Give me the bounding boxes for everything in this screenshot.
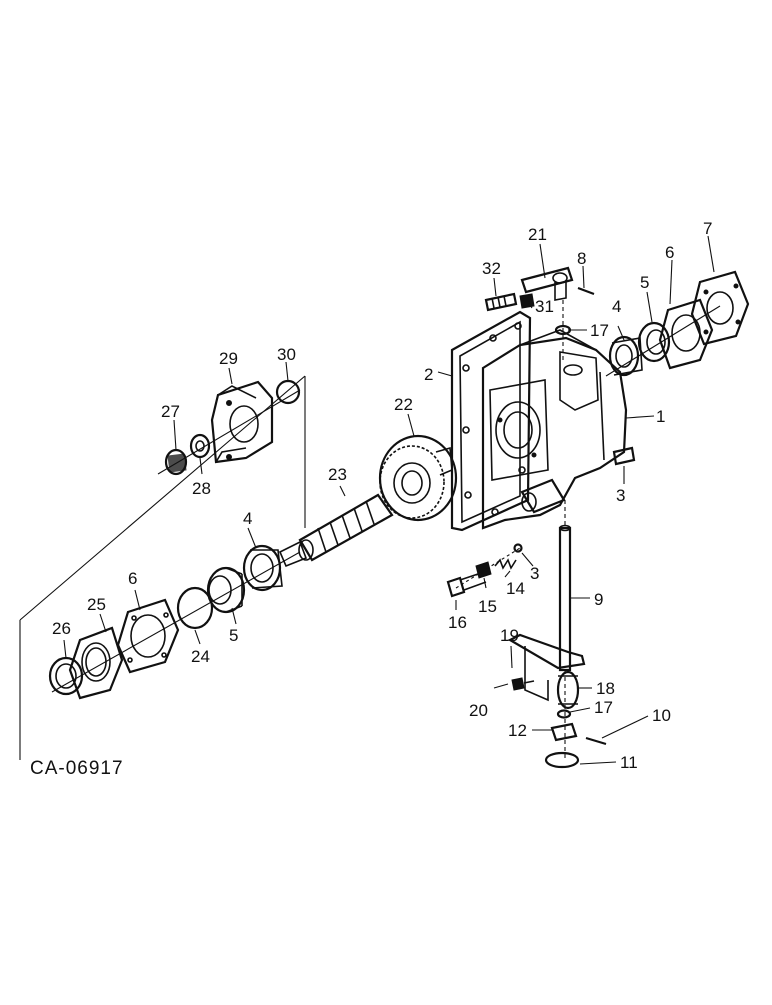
shift-arm [520,478,566,514]
nut [164,448,188,476]
callout-25: 25 [87,595,106,614]
callout-3-ball: 3 [530,564,540,583]
figure-code: CA-06917 [30,758,124,779]
callout-26: 26 [52,619,71,638]
detent-plug [475,561,492,579]
washer [189,433,211,459]
callout-14: 14 [506,579,525,598]
bearing-left [242,544,283,592]
bolt [446,571,487,598]
callout-10: 10 [652,706,671,725]
callout-29: 29 [219,349,238,368]
set-screw [511,677,535,691]
retainer-left [116,598,180,674]
callout-22: 22 [394,395,413,414]
shift-fork [507,633,586,710]
callout-4-left: 4 [243,509,253,528]
callout-1: 1 [656,407,666,426]
callout-21: 21 [528,225,547,244]
callout-7: 7 [703,219,713,238]
callout-17-top: 17 [590,321,609,340]
callout-5-left: 5 [229,626,239,645]
callout-28: 28 [192,479,211,498]
callout-32: 32 [482,259,501,278]
fork-nut [550,722,578,742]
hex-nut [519,293,535,309]
bearing-cup-right [637,321,671,363]
callout-17-fork: 17 [594,698,613,717]
shift-lever-bracket [520,266,574,301]
roll-pin [577,286,595,296]
fork-pin [585,736,607,746]
shift-shaft [558,500,572,672]
callout-19: 19 [500,626,519,645]
drain-plug [612,446,636,466]
callout-30: 30 [277,345,296,364]
oil-seal [48,656,84,696]
bearing-right [608,335,643,377]
callout-2: 2 [424,365,434,384]
callout-15: 15 [478,597,497,616]
washer-fork [556,709,572,719]
callout-4-right: 4 [612,297,622,316]
splined-shaft [278,493,394,568]
gear-22 [378,434,458,522]
seal-retainer [68,626,124,700]
callout-6-right: 6 [665,243,675,262]
callout-24: 24 [191,647,210,666]
callout-12: 12 [508,721,527,740]
leader-lines [63,235,715,765]
detent-ball [513,543,523,553]
gearbox-housing [481,329,628,530]
callout-5-right: 5 [640,273,650,292]
callout-31: 31 [535,297,554,316]
callout-6-left: 6 [128,569,138,588]
bearing-cup-left [206,566,246,614]
callout-27: 27 [161,402,180,421]
callout-23: 23 [328,465,347,484]
callout-18: 18 [596,679,615,698]
callout-20: 20 [469,701,488,720]
yoke [210,380,274,464]
cap-right [690,270,750,346]
stud [484,292,518,312]
callout-3-plug: 3 [616,486,626,505]
callout-16: 16 [448,613,467,632]
shim-ring [176,586,214,630]
snap-ring [544,751,580,769]
callout-11: 11 [620,753,638,772]
callout-9: 9 [594,590,604,609]
callout-8: 8 [577,249,587,268]
